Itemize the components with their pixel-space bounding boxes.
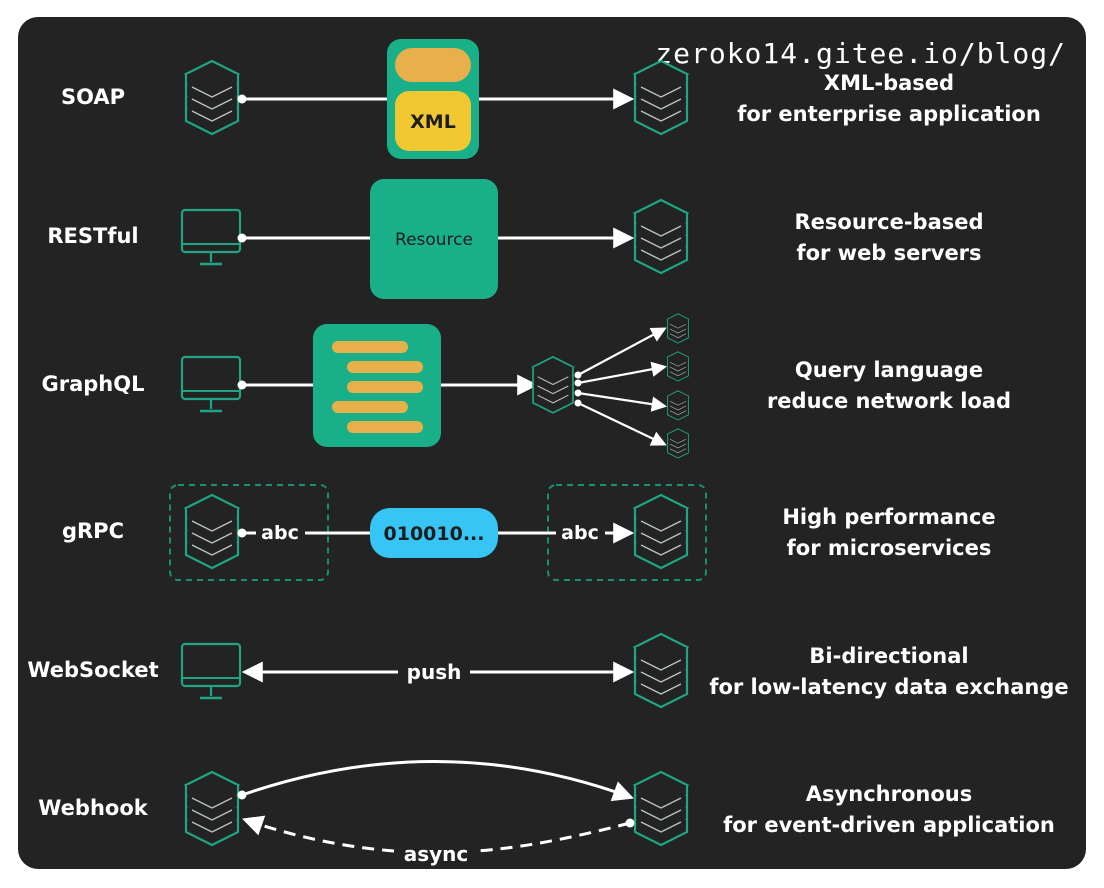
webhook-server-database-icon (633, 770, 689, 847)
grpc-client-database-icon (184, 493, 240, 570)
grpc-text-right: abc (561, 522, 599, 544)
protocol-grpc: gRPC (61, 519, 124, 543)
desc-soap: XML-based for enterprise application (689, 68, 1086, 130)
restful-resource-label: Resource (395, 230, 473, 250)
graphql-row (180, 313, 689, 459)
desc-restful-line2: for web servers (796, 241, 982, 265)
desc-soap-line2: for enterprise application (737, 102, 1041, 126)
desc-webhook-line2: for event-driven application (723, 813, 1055, 837)
restful-client-monitor-icon (180, 208, 242, 266)
graphql-service-database-icon (667, 390, 689, 421)
restful-resource-block (370, 179, 498, 299)
soap-xml-label: XML (410, 111, 456, 133)
webhook-async-arrow-right (475, 821, 631, 853)
desc-webhook-line1: Asynchronous (805, 782, 973, 806)
websocket-server-database-icon (633, 632, 689, 709)
graphql-query-line (347, 361, 423, 373)
desc-grpc: High performance for microservices (689, 502, 1086, 564)
desc-websocket-line1: Bi-directional (809, 644, 969, 668)
desc-soap-line1: XML-based (823, 71, 955, 95)
desc-grpc-line1: High performance (782, 505, 996, 529)
protocol-graphql: GraphQL (41, 372, 145, 396)
restful-server-database-icon (633, 198, 689, 275)
websocket-client-monitor-icon (180, 642, 242, 700)
graphql-query-line (332, 401, 408, 413)
grpc-server-database-icon (633, 493, 689, 570)
soap-xml-block (395, 91, 471, 151)
desc-restful: Resource-based for web servers (689, 207, 1086, 269)
grpc-client-boundary (169, 484, 329, 581)
graphql-query-line (332, 341, 408, 353)
desc-restful-line1: Resource-based (794, 210, 984, 234)
websocket-row: push (180, 632, 689, 709)
restful-row: Resource (180, 179, 689, 299)
grpc-row: abc 010010... abc (169, 484, 707, 581)
soap-header-block (395, 48, 471, 82)
grpc-server-boundary (547, 484, 707, 581)
webhook-async-label: async (404, 842, 469, 866)
protocol-websocket: WebSocket (27, 658, 159, 682)
webhook-async-arrow-left (242, 815, 395, 853)
soap-row: XML (184, 39, 689, 159)
desc-graphql-line1: Query language (794, 358, 984, 382)
webhook-row: async (184, 760, 689, 866)
graphql-service-database-icon (667, 351, 689, 382)
soap-server-database-icon (633, 59, 689, 136)
protocol-webhook: Webhook (38, 796, 148, 820)
graphql-client-monitor-icon (180, 355, 242, 413)
webhook-client-database-icon (184, 770, 240, 847)
soap-client-database-icon (184, 59, 240, 136)
graphql-service-database-icon (667, 313, 689, 344)
graphql-query-line (347, 381, 423, 393)
watermark: zeroko14.gitee.io/blog/ (655, 37, 1066, 70)
grpc-binary-block (370, 508, 498, 558)
desc-graphql-line2: reduce network load (766, 389, 1012, 413)
protocol-soap: SOAP (60, 85, 126, 109)
diagram-card: zeroko14.gitee.io/blog/ SOAP RESTful Gra… (18, 17, 1086, 869)
grpc-text-left: abc (261, 522, 299, 544)
webhook-request-arrow (241, 760, 634, 802)
desc-webhook: Asynchronous for event-driven applicatio… (689, 779, 1086, 841)
desc-websocket: Bi-directional for low-latency data exch… (689, 641, 1086, 703)
desc-graphql: Query language reduce network load (689, 355, 1086, 417)
websocket-push-label: push (407, 660, 462, 684)
grpc-binary-label: 010010... (384, 523, 485, 545)
graphql-gateway-database-icon (532, 356, 574, 414)
desc-websocket-line2: for low-latency data exchange (709, 675, 1069, 699)
graphql-query-line (347, 421, 423, 433)
graphql-service-database-icon (667, 428, 689, 459)
diagram-canvas: XML Resource (169, 39, 707, 866)
desc-grpc-line2: for microservices (786, 536, 992, 560)
protocol-restful: RESTful (47, 224, 139, 248)
